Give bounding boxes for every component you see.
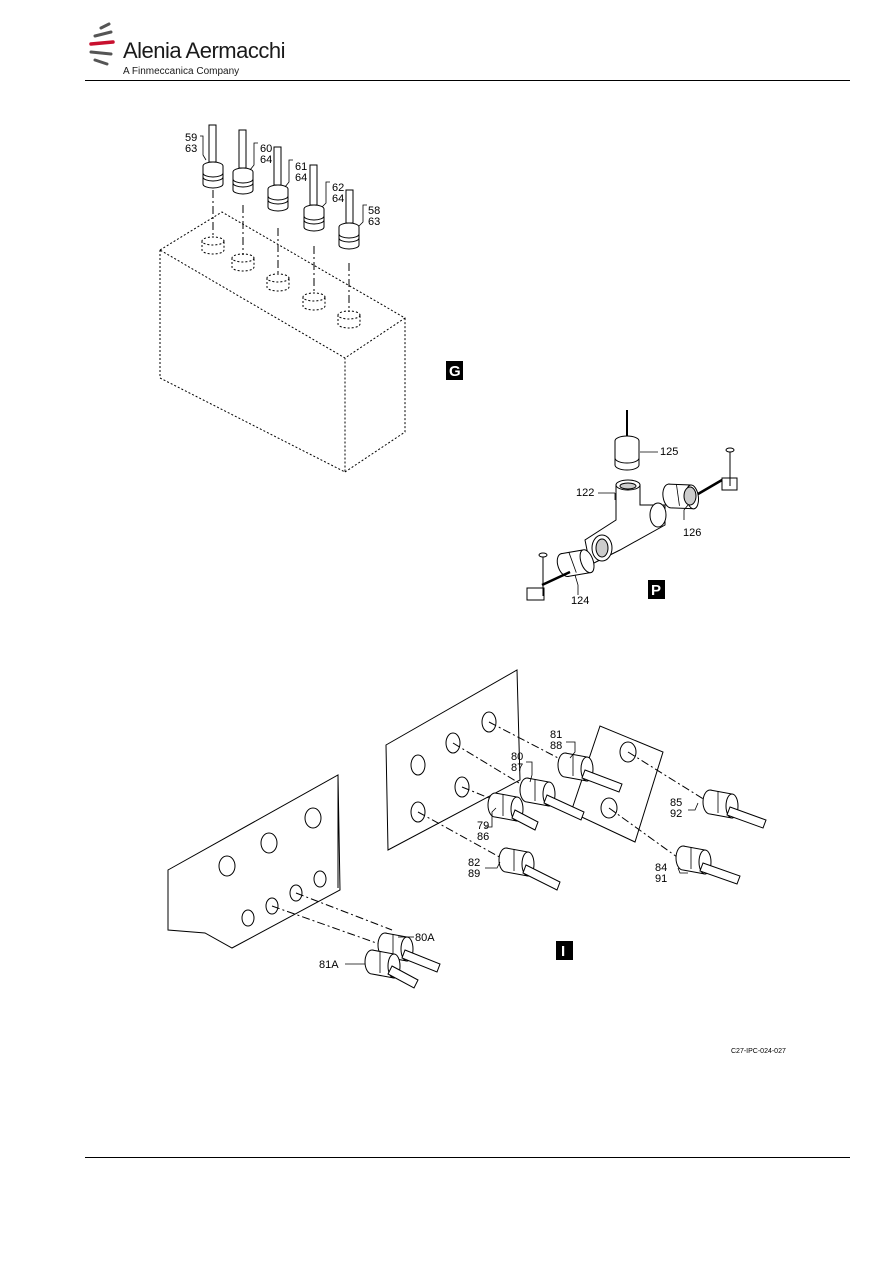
callout-92: 92: [670, 808, 682, 820]
company-name: Alenia Aermacchi: [123, 38, 285, 63]
footer-rule: [85, 1157, 850, 1158]
callout-64b: 64: [295, 172, 307, 184]
view-i-middle-panel: [385, 669, 521, 851]
view-p-tee: [526, 410, 738, 601]
callout-63b: 63: [368, 216, 380, 228]
view-i-connectors: [487, 752, 767, 891]
svg-text:P: P: [651, 582, 661, 599]
callout-60: 60: [260, 143, 272, 155]
callout-58: 58: [368, 205, 380, 217]
view-p-callouts: 125 122 126 124: [571, 446, 701, 607]
callout-126: 126: [683, 527, 701, 539]
view-tag-g: G: [446, 361, 463, 380]
callout-81: 81: [550, 729, 562, 741]
view-i-centerlines: [417, 721, 706, 861]
company-logo: Alenia Aermacchi A Finmeccanica Company: [85, 22, 305, 82]
callout-82: 82: [468, 857, 480, 869]
callout-91: 91: [655, 873, 667, 885]
view-p-leaders: [574, 451, 689, 595]
callout-64c: 64: [332, 193, 344, 205]
view-g-box: [159, 211, 406, 473]
view-g-leaders: [200, 135, 367, 227]
view-i-left-panel: [167, 774, 341, 949]
callout-84: 84: [655, 862, 667, 874]
callout-80a: 80A: [415, 932, 435, 944]
alenia-logo-icon: [89, 22, 115, 66]
callout-59: 59: [185, 132, 197, 144]
callout-63: 63: [185, 143, 197, 155]
view-i-left-leaders: [345, 936, 414, 965]
view-tag-i: I: [556, 941, 573, 960]
view-i-left-centerlines: [271, 892, 393, 946]
svg-text:G: G: [449, 363, 461, 380]
callout-85: 85: [670, 797, 682, 809]
callout-81a: 81A: [319, 959, 339, 971]
view-i-leaders: [485, 741, 699, 874]
callout-80: 80: [511, 751, 523, 763]
callout-122: 122: [576, 487, 594, 499]
view-tag-p: P: [648, 580, 665, 599]
callout-86: 86: [477, 831, 489, 843]
view-g-callouts: 59 63 60 64 61 64 62 64 58 63: [185, 132, 380, 228]
view-g-connectors: [202, 124, 360, 250]
company-tagline: A Finmeccanica Company: [123, 66, 240, 77]
callout-89: 89: [468, 868, 480, 880]
figure-reference: C27-IPC-024-027: [731, 1048, 786, 1055]
view-g-sockets: [201, 236, 361, 329]
callout-61: 61: [295, 161, 307, 173]
callout-79: 79: [477, 820, 489, 832]
callout-125: 125: [660, 446, 678, 458]
callout-64: 64: [260, 154, 272, 166]
svg-text:I: I: [561, 943, 565, 960]
view-i-left-connectors: [364, 932, 441, 989]
callout-88: 88: [550, 740, 562, 752]
callout-62: 62: [332, 182, 344, 194]
view-i-callouts: 81 88 80 87 79 86 82 89 85 92 84 91 80A …: [319, 729, 682, 971]
view-g-centerlines: [212, 190, 350, 312]
callout-124: 124: [571, 595, 589, 607]
header-rule: [85, 80, 850, 81]
callout-87: 87: [511, 762, 523, 774]
